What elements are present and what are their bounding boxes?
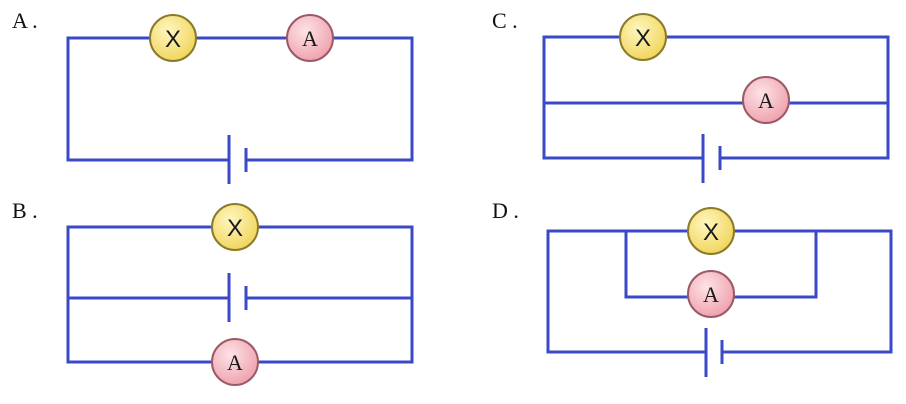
circuit-b: B . X A <box>12 198 414 386</box>
wires-a <box>66 36 414 162</box>
wires-c <box>542 35 890 160</box>
ammeter-symbol-d: A <box>703 282 719 307</box>
ammeter-symbol-a: A <box>302 26 318 51</box>
ammeter-b: A <box>211 338 259 386</box>
circuit-c: C . X A <box>492 8 890 183</box>
battery-c <box>701 134 722 183</box>
battery-a <box>227 135 248 184</box>
lamp-symbol-d: X <box>703 219 719 246</box>
lamp-d: X <box>687 207 735 255</box>
ammeter-a: A <box>286 14 334 62</box>
battery-d <box>704 328 724 377</box>
lamp-a: X <box>149 14 197 62</box>
lamp-symbol-c: X <box>635 25 651 52</box>
lamp-symbol-a: X <box>165 26 181 53</box>
lamp-symbol-b: X <box>227 215 243 242</box>
option-label-a: A . <box>12 8 38 33</box>
lamp-c: X <box>619 13 667 61</box>
option-label-c: C . <box>492 8 518 33</box>
wires-b <box>66 225 414 364</box>
battery-b <box>227 273 248 322</box>
option-label-b: B . <box>12 198 38 223</box>
ammeter-d: A <box>687 270 735 318</box>
ammeter-c: A <box>742 76 790 124</box>
circuit-a: A . X A <box>12 8 414 184</box>
lamp-b: X <box>211 203 259 251</box>
ammeter-symbol-b: A <box>227 350 243 375</box>
wires-d <box>546 229 893 354</box>
circuit-d: D . X A <box>492 198 893 377</box>
ammeter-symbol-c: A <box>758 88 774 113</box>
option-label-d: D . <box>492 198 519 223</box>
